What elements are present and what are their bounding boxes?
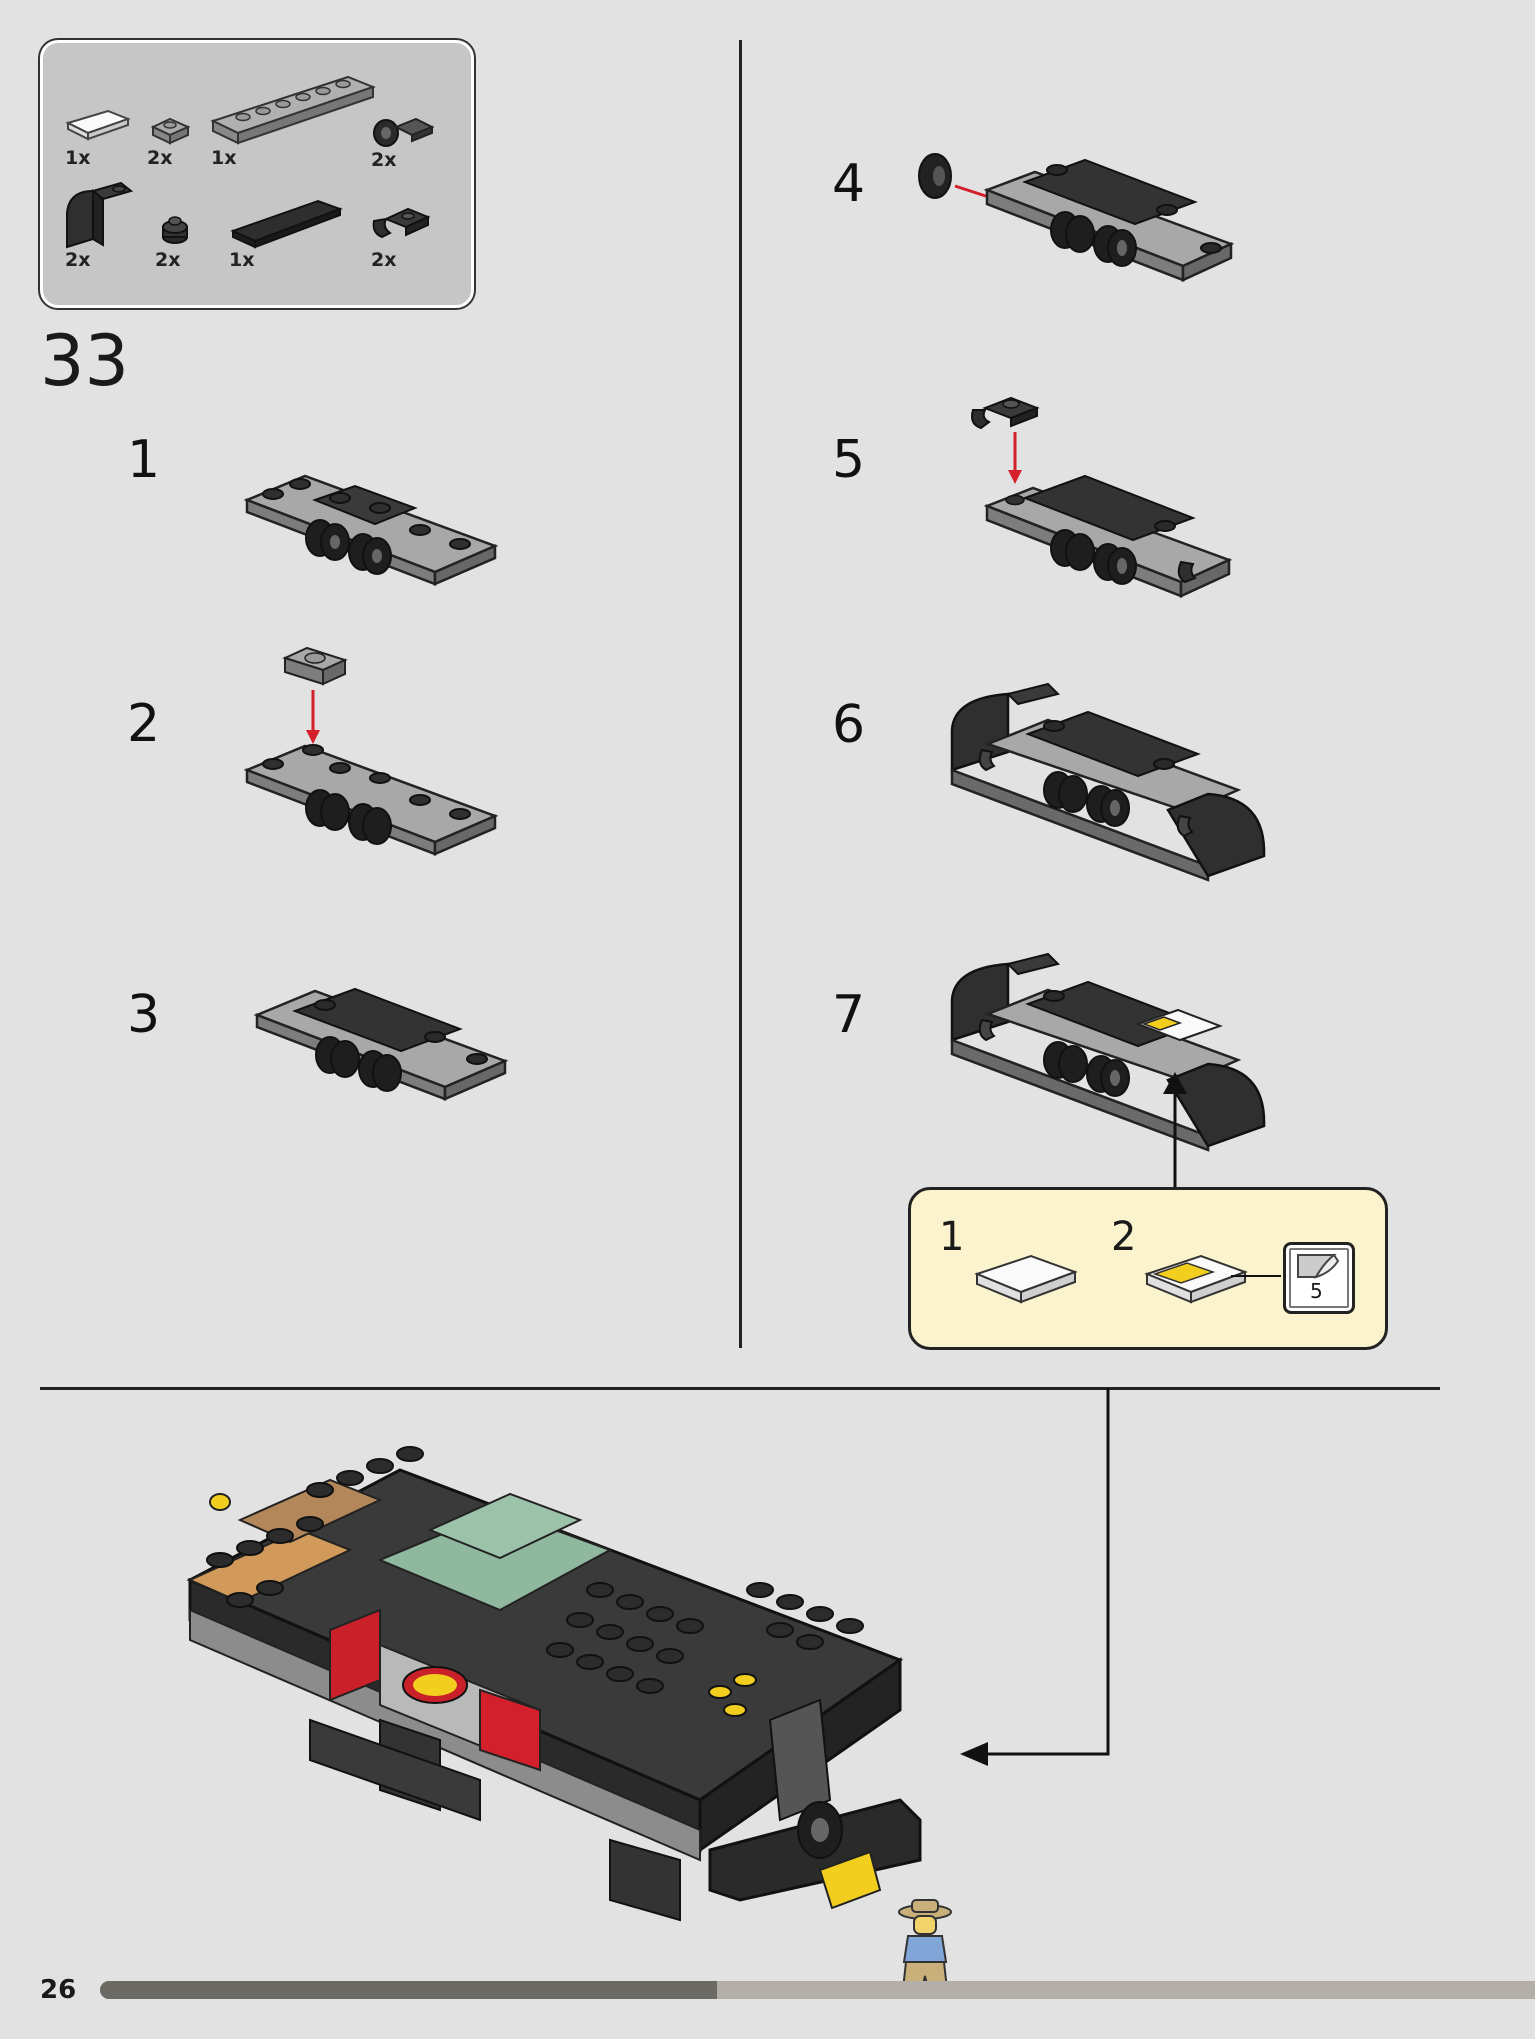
part-qty: 2x (371, 249, 397, 271)
part-qty: 1x (65, 147, 91, 169)
callout-step-number: 2 (1111, 1214, 1137, 1260)
substep-4-assembly (918, 153, 1235, 282)
part-qty: 1x (211, 147, 237, 169)
substep-7-assembly (950, 952, 1266, 1152)
substep-number: 5 (832, 430, 866, 490)
substep-number: 1 (127, 430, 161, 490)
part-qty: 2x (155, 249, 181, 271)
grey-plate-part-icon (150, 117, 191, 145)
substep-1-assembly (243, 474, 499, 586)
substep-5-assembly (971, 396, 1233, 598)
stickered-tile-icon (1144, 1254, 1281, 1304)
page-number: 26 (40, 1975, 77, 2005)
substep-number: 7 (832, 985, 866, 1045)
clip-plate-part-icon (372, 207, 431, 239)
vehicle-model-assembly (186, 1446, 922, 1922)
substep-3-assembly (253, 987, 509, 1101)
attach-arrow (960, 1388, 1110, 1766)
substep-number: 6 (832, 695, 866, 755)
wheel-pin-part-icon (373, 117, 435, 147)
white-tile-part-icon (65, 109, 131, 141)
vertical-divider (739, 40, 742, 1348)
callout-arrow (1163, 1072, 1187, 1188)
parts-list-box: 1x 2x 1x 2x 2x 2x (40, 40, 474, 308)
black-tile-part-icon (230, 199, 343, 249)
substep-number: 2 (127, 694, 161, 754)
part-qty: 2x (371, 149, 397, 171)
progress-bar-fill (100, 1981, 717, 1999)
part-qty: 2x (147, 147, 173, 169)
sub-assembly-callout: 1 2 5 (908, 1187, 1388, 1350)
main-step-number: 33 (40, 320, 130, 402)
part-qty: 2x (65, 249, 91, 271)
white-tile-icon (974, 1254, 1078, 1304)
part-qty: 1x (229, 249, 255, 271)
sticker-peel-icon (1297, 1253, 1340, 1279)
substep-6-assembly (950, 682, 1266, 882)
grey-long-plate-part-icon (210, 75, 376, 145)
curved-slope-part-icon (66, 181, 134, 249)
callout-step-number: 1 (939, 1214, 965, 1260)
substep-number: 4 (832, 154, 866, 214)
substep-2-assembly (243, 646, 499, 856)
sticker-sheet-badge: 5 (1283, 1242, 1355, 1314)
substep-number: 3 (127, 985, 161, 1045)
horizontal-divider (40, 1387, 1440, 1390)
sticker-sheet-number: 5 (1310, 1279, 1323, 1303)
round-plate-part-icon (162, 216, 188, 244)
